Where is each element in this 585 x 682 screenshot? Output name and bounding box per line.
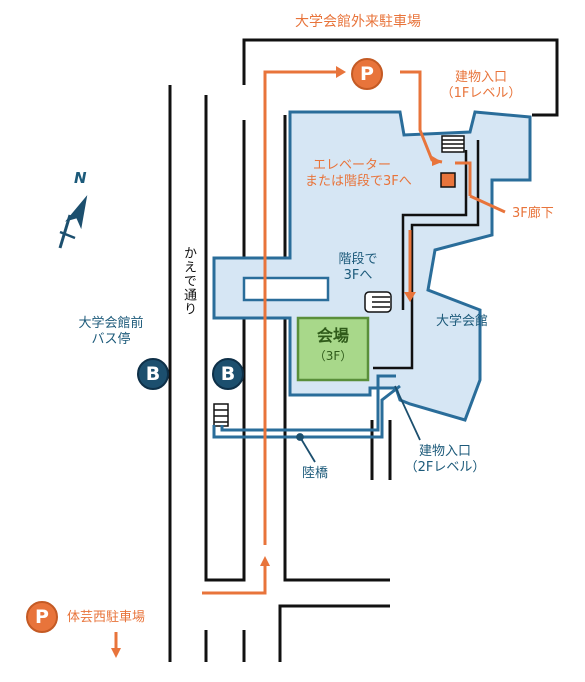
route-from-south [202,566,267,595]
elevator-or-stairs-text: または階段で3Fへ [305,174,412,189]
entrance-1f-level-text: （1Fレベル） [440,86,522,101]
entrance-1f-text: 建物入口 [454,70,507,85]
arrow-to-elevator-icon [432,156,442,166]
arrow-down-west-icon [111,648,121,658]
west-parking-label: 体芸西駐車場 [67,610,146,625]
elevator-text: エレベーター [313,158,392,173]
entrance-1f-label: 建物入口 （1Fレベル） [440,70,522,102]
route-arrows [111,66,442,658]
parking-lot-outline [242,38,559,117]
stairs-label: 階段で 3Fへ [332,252,384,284]
elevator-label: エレベーター または階段で3Fへ [305,158,412,190]
bus-stop-east-icon[interactable]: B [212,358,244,390]
leader-lines [296,385,421,463]
stairs-to-text: 階段で [338,252,378,267]
venue-floor-text: （3F） [313,349,353,363]
street-label: かえで通り [181,246,196,316]
west-parking-icon[interactable]: P [26,601,58,633]
arrow-down-3f-icon [404,292,416,302]
arrow-north-icon [260,556,270,566]
entrance-2f-level-text: （2Fレベル） [404,460,486,475]
venue-room [296,316,370,382]
entrance-2f-label: 建物入口 （2Fレベル） [404,444,486,476]
bus-stop-label: 大学会館前 バス停 [68,316,154,348]
courtyard [242,276,330,302]
stairs-bridge-icon [213,403,229,427]
spiral-stairs-icon [364,291,392,313]
outer-parking-label: 大学会館外来駐車場 [295,14,421,30]
route-to-parking [263,70,336,545]
venue-text: 会場 [316,326,349,345]
entrance-2f-text: 建物入口 [418,444,471,459]
stairs-icon [441,135,465,153]
bus-stop-line2: バス停 [91,332,131,347]
leader-corridor [469,194,506,214]
arrow-east-icon [336,66,346,78]
bus-stop-line1: 大学会館前 [78,316,144,331]
north-arrow-icon [58,195,88,249]
stairs-3f-text: 3Fへ [343,268,373,283]
parking-icon[interactable]: P [351,58,383,90]
bus-stop-west-icon[interactable]: B [137,358,169,390]
road-inner [204,95,246,582]
bridge-label: 陸橋 [302,466,329,481]
pedestrian-bridge [212,374,401,439]
daigaku-kaikan-building [212,110,532,422]
corridor-lines [373,140,480,370]
elevator-icon [440,172,456,188]
corridor-3f-outer [373,140,480,370]
route-elevator-down [455,161,472,196]
road-south-curve [278,604,390,662]
building-name-label: 大学会館 [436,314,489,329]
corridor-3f-inner [401,150,468,310]
venue-label[interactable]: 会場 （3F） [298,326,368,366]
north-label: N [74,169,87,187]
corridor-3f-label: 3F廊下 [512,206,554,221]
